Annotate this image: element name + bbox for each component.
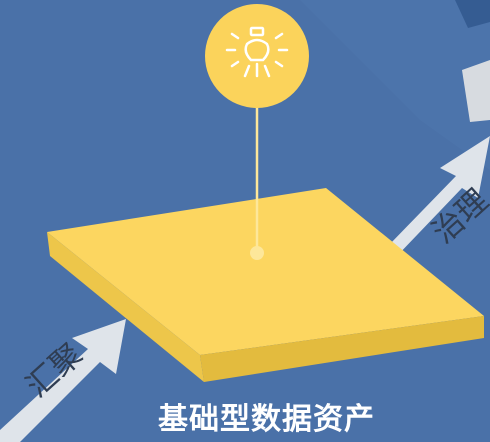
connector-dot	[250, 246, 264, 260]
diagram-title: 基础型数据资产	[158, 394, 375, 438]
lightbulb-icon	[205, 4, 309, 108]
